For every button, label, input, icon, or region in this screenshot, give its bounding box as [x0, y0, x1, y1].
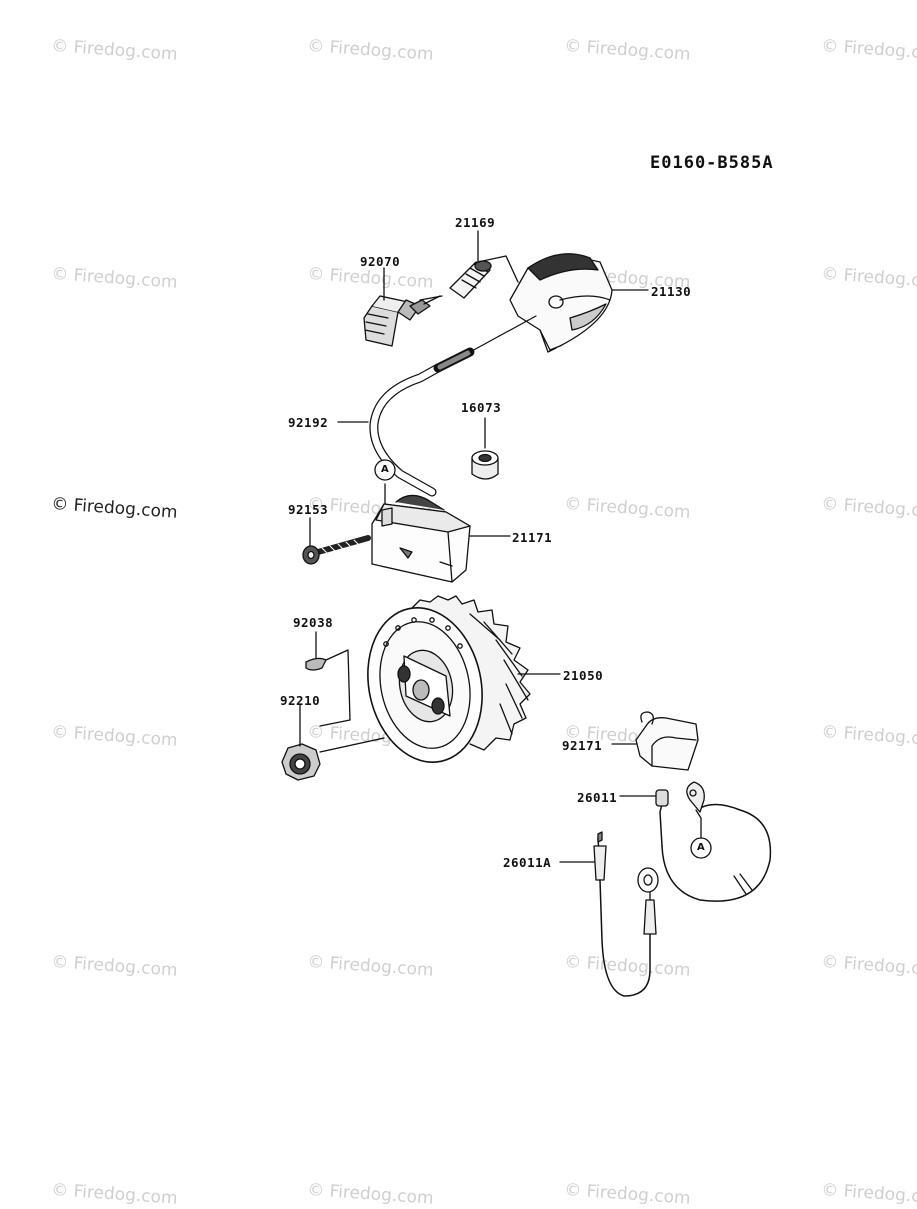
part-label-92038: 92038: [293, 615, 334, 630]
callout-circle: [374, 459, 396, 481]
spring-terminal: [449, 260, 492, 299]
ignition-lead: [369, 315, 537, 497]
spacer-collar: [471, 450, 499, 480]
part-label-92192: 92192: [288, 415, 329, 430]
flywheel: [367, 595, 531, 763]
part-label-26011A: 26011A: [503, 855, 552, 870]
part-label-92210: 92210: [280, 693, 321, 708]
part-label-21130: 21130: [651, 284, 692, 299]
part-label-21171: 21171: [512, 530, 553, 545]
callout-letter: A: [697, 842, 705, 853]
part-label-21050: 21050: [563, 668, 604, 683]
woodruff-key: [305, 657, 327, 671]
part-label-92070: 92070: [360, 254, 401, 269]
plug-cap: [509, 253, 613, 353]
wire-clamp: [635, 711, 699, 771]
diagram-code: E0160-B585A: [650, 153, 774, 173]
part-label-92153: 92153: [288, 502, 329, 517]
flange-nut: [281, 743, 321, 781]
part-label-26011: 26011: [577, 790, 618, 805]
ignition-coil: [371, 494, 471, 583]
ground-wire: [655, 781, 772, 902]
part-label-92171: 92171: [562, 738, 603, 753]
ground-wire-a: [593, 831, 659, 997]
spark-plug: [363, 295, 441, 347]
part-label-21169: 21169: [455, 215, 496, 230]
part-label-16073: 16073: [461, 400, 502, 415]
callout-letter: A: [381, 464, 389, 475]
mounting-bolt: [302, 535, 371, 565]
